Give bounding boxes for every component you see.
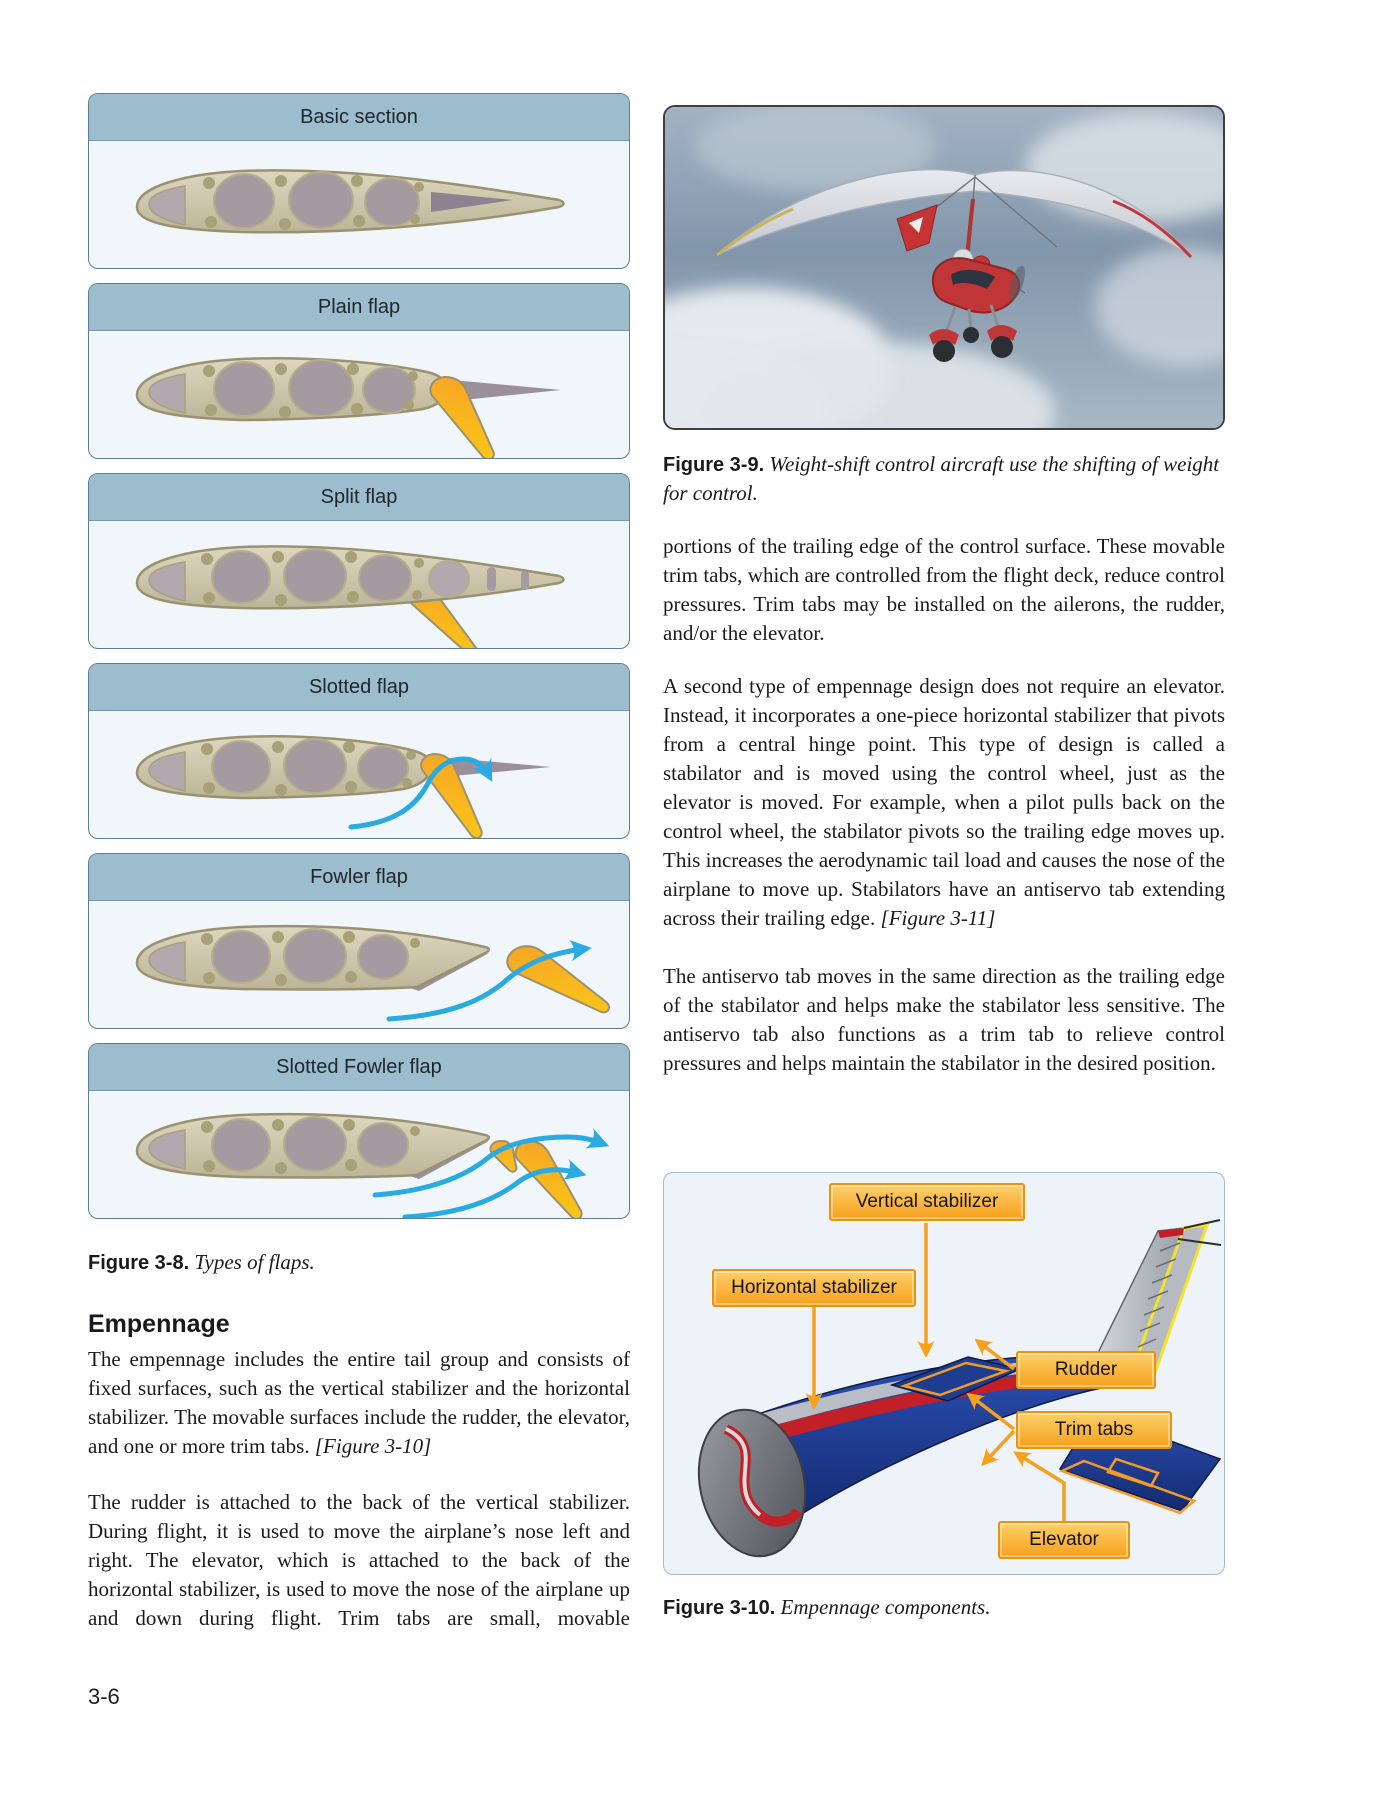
airfoil-basic-illustration — [89, 141, 629, 268]
panel-title: Split flap — [89, 474, 629, 521]
label-rudder: Rudder — [1016, 1351, 1156, 1389]
figure-3-9-caption-text: Weight-shift control aircraft use the sh… — [663, 452, 1220, 505]
figure-3-10-caption: Figure 3-10. Empennage components. — [663, 1593, 1225, 1622]
airfoil-fowler-svg — [135, 924, 610, 1022]
figure-3-10-diagram: Vertical stabilizer Horizontal stabilize… — [663, 1172, 1225, 1575]
airfoil-split-flap-illustration — [89, 521, 629, 648]
flap-panel-slotted-flap: Slotted flap — [88, 663, 630, 839]
flap-panel-slotted-fowler-flap: Slotted Fowler flap — [88, 1043, 630, 1219]
panel-title: Slotted Fowler flap — [89, 1044, 629, 1091]
airfoil-split-svg — [135, 545, 565, 648]
figure-3-10-reference: [Figure 3-10] — [314, 1434, 432, 1458]
empennage-diagram-svg — [697, 1219, 1222, 1558]
flap-panel-basic-section: Basic section — [88, 93, 630, 269]
panel-title: Slotted flap — [89, 664, 629, 711]
airfoil-slotted-svg — [135, 735, 551, 838]
figure-3-8-caption: Figure 3-8. Types of flaps. — [88, 1248, 630, 1277]
page-number: 3-6 — [88, 1684, 120, 1709]
figure-3-9-caption-label: Figure 3-9. — [663, 454, 765, 476]
figure-3-11-reference: [Figure 3-11] — [880, 906, 996, 930]
figure-3-10-caption-text: Empennage components. — [775, 1595, 991, 1619]
label-vertical-stabilizer: Vertical stabilizer — [829, 1183, 1025, 1221]
right-paragraph-2-text: A second type of empennage design does n… — [663, 674, 1225, 930]
left-paragraph-1-text: The empennage includes the entire tail g… — [88, 1347, 630, 1458]
airfoil-slotted-fowler-svg — [135, 1112, 610, 1218]
panel-title: Basic section — [89, 94, 629, 141]
airfoil-slotted-fowler-illustration — [89, 1091, 629, 1218]
figure-3-8-caption-text: Types of flaps. — [189, 1250, 315, 1274]
label-trim-tabs: Trim tabs — [1016, 1411, 1172, 1449]
panel-title: Fowler flap — [89, 854, 629, 901]
right-paragraph-2: A second type of empennage design does n… — [663, 672, 1225, 933]
weight-shift-aircraft-photo-svg — [665, 107, 1223, 428]
figure-3-8-caption-label: Figure 3-8. — [88, 1252, 190, 1274]
airfoil-plain-svg — [135, 357, 561, 458]
right-paragraph-1: portions of the trailing edge of the con… — [663, 534, 1225, 645]
airfoil-fowler-flap-illustration — [89, 901, 629, 1028]
left-paragraph-2: The rudder is attached to the back of th… — [88, 1490, 630, 1630]
left-paragraph-1: The empennage includes the entire tail g… — [88, 1345, 630, 1461]
label-elevator: Elevator — [998, 1521, 1130, 1559]
panel-title: Plain flap — [89, 284, 629, 331]
airfoil-plain-flap-illustration — [89, 331, 629, 458]
figure-3-9-photo — [663, 105, 1225, 430]
right-paragraph-3: The antiservo tab moves in the same dire… — [663, 964, 1225, 1075]
figure-3-10-caption-label: Figure 3-10. — [663, 1597, 776, 1619]
figure-3-9-caption: Figure 3-9. Weight-shift control aircraf… — [663, 450, 1225, 507]
flap-panel-plain-flap: Plain flap — [88, 283, 630, 459]
flap-panel-fowler-flap: Fowler flap — [88, 853, 630, 1029]
label-horizontal-stabilizer: Horizontal stabilizer — [712, 1269, 916, 1307]
flap-panel-split-flap: Split flap — [88, 473, 630, 649]
airfoil-basic-svg — [135, 169, 565, 234]
empennage-heading: Empennage — [88, 1310, 230, 1338]
airfoil-slotted-flap-illustration — [89, 711, 629, 838]
